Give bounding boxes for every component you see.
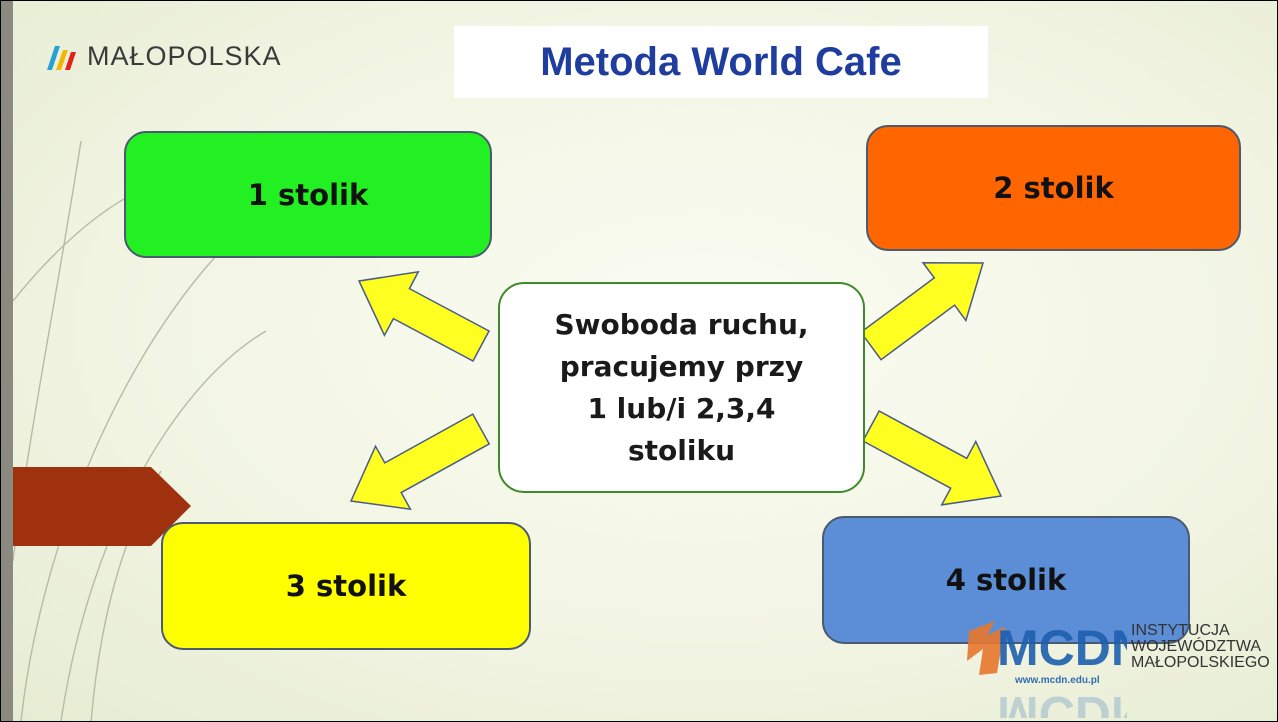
table-label-3: 3 stolik — [285, 569, 407, 603]
table-box-3: 3 stolik — [161, 522, 531, 650]
center-line: pracujemy przy — [559, 349, 804, 383]
mcdn-reflection: MCDN — [997, 686, 1127, 718]
table-box-1: 1 stolik — [124, 131, 492, 258]
institution-line: WOJEWÓDZTWA — [1131, 638, 1262, 655]
table-box-2: 2 stolik — [866, 125, 1241, 251]
center-line: 1 lub/i 2,3,4 — [587, 391, 776, 425]
title-box: Metoda World Cafe — [454, 26, 988, 98]
center-box: Swoboda ruchu, pracujemy przy 1 lub/i 2,… — [498, 282, 865, 493]
slide-title: Metoda World Cafe — [540, 39, 902, 84]
center-text: Swoboda ruchu, pracujemy przy 1 lub/i 2,… — [554, 304, 808, 472]
malopolska-logo-icon — [47, 45, 76, 70]
mcdn-mark-icon — [967, 621, 1005, 675]
center-line: stoliku — [627, 433, 736, 467]
arrow-to-table-4 — [861, 409, 1003, 506]
arrow-to-table-3 — [349, 413, 491, 511]
table-label-1: 1 stolik — [247, 177, 369, 212]
institution-line: MAŁOPOLSKIEGO — [1131, 654, 1270, 671]
mcdn-url: www.mcdn.edu.pl — [1014, 675, 1100, 686]
center-line: Swoboda ruchu, — [554, 307, 809, 341]
institution-text: INSTYTUCJA WOJEWÓDZTWA MAŁOPOLSKIEGO — [1131, 623, 1270, 671]
ribbon-shape — [13, 467, 191, 546]
institution-line: INSTYTUCJA — [1131, 622, 1230, 639]
left-bar — [1, 1, 13, 721]
table-box-4: 4 stolik — [822, 516, 1190, 644]
table-label-4: 4 stolik — [945, 563, 1067, 597]
brand-name: MAŁOPOLSKA — [87, 41, 282, 71]
arrow-to-table-2 — [859, 261, 985, 361]
mcdn-logo: MCDN www.mcdn.edu.pl MCDN — [967, 620, 1127, 718]
table-label-2: 2 stolik — [993, 171, 1114, 205]
arrow-group — [349, 261, 1003, 511]
arrow-to-table-1 — [357, 270, 491, 363]
brand: MAŁOPOLSKA — [45, 41, 282, 72]
mcdn-logo-text: MCDN — [997, 620, 1127, 676]
